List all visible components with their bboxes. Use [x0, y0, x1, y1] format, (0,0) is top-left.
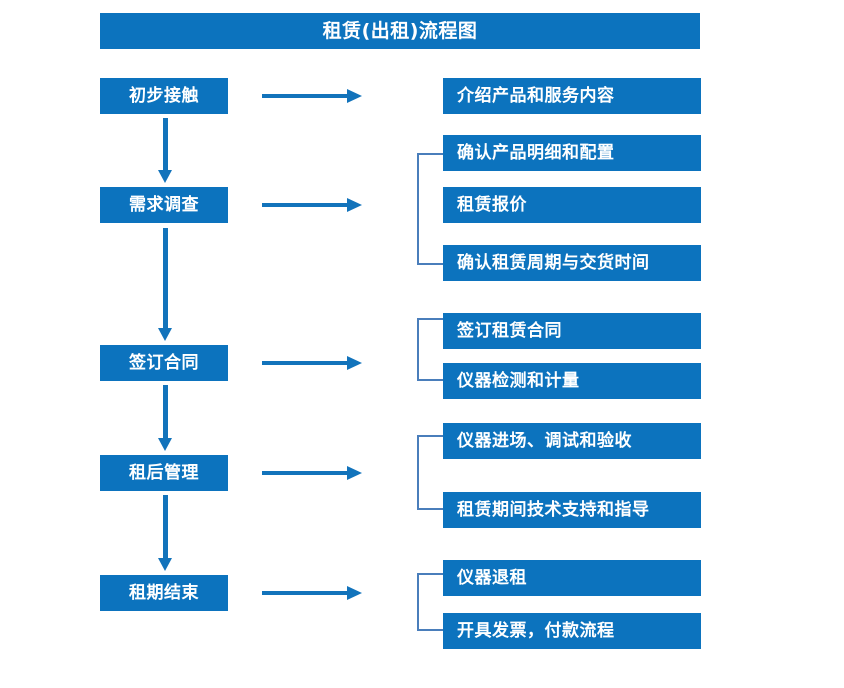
flow-arrow-post-to-end — [157, 495, 173, 571]
detail-box-instrument-return[interactable]: 仪器退租 — [443, 560, 701, 596]
detail-arrow-post-rental-management — [262, 465, 362, 481]
arrow-head-right-icon — [347, 89, 362, 103]
group-bracket-rental-end — [417, 573, 443, 631]
stage-box-initial-contact[interactable]: 初步接触 — [100, 78, 228, 114]
arrow-shaft — [163, 385, 168, 438]
detail-box-instrument-inspection-metering[interactable]: 仪器检测和计量 — [443, 363, 701, 399]
stage-label: 初步接触 — [129, 85, 199, 106]
stage-label: 租期结束 — [129, 582, 199, 603]
detail-box-confirm-period-delivery[interactable]: 确认租赁周期与交货时间 — [443, 245, 701, 281]
flow-arrow-sign-to-post — [157, 385, 173, 451]
arrow-shaft — [262, 591, 349, 595]
group-bracket-sign-contract — [417, 318, 443, 381]
detail-arrow-sign-contract — [262, 355, 362, 371]
arrow-head-down-icon — [158, 170, 172, 183]
arrow-head-down-icon — [158, 438, 172, 451]
stage-box-post-rental-management[interactable]: 租后管理 — [100, 455, 228, 491]
arrow-shaft — [262, 361, 349, 365]
group-bracket-demand-survey — [417, 153, 443, 265]
detail-label: 介绍产品和服务内容 — [457, 85, 615, 106]
arrow-shaft — [163, 228, 168, 328]
detail-box-introduce-products-services[interactable]: 介绍产品和服务内容 — [443, 78, 701, 114]
arrow-shaft — [262, 471, 349, 475]
detail-arrow-initial-contact — [262, 88, 362, 104]
arrow-shaft — [163, 495, 168, 558]
stage-label: 租后管理 — [129, 462, 199, 483]
diagram-title-bar: 租赁(出租)流程图 — [100, 13, 700, 49]
detail-arrow-rental-end — [262, 585, 362, 601]
detail-box-sign-rental-contract[interactable]: 签订租赁合同 — [443, 313, 701, 349]
detail-label: 仪器退租 — [457, 567, 527, 588]
arrow-head-down-icon — [158, 558, 172, 571]
arrow-head-right-icon — [347, 198, 362, 212]
flow-arrow-demand-to-sign — [157, 228, 173, 341]
detail-label: 签订租赁合同 — [457, 320, 562, 341]
detail-box-invoice-payment-process[interactable]: 开具发票，付款流程 — [443, 613, 701, 649]
detail-box-rental-quotation[interactable]: 租赁报价 — [443, 187, 701, 223]
stage-box-rental-end[interactable]: 租期结束 — [100, 575, 228, 611]
detail-label: 租赁报价 — [457, 194, 527, 215]
detail-box-confirm-product-spec-config[interactable]: 确认产品明细和配置 — [443, 135, 701, 171]
detail-arrow-demand-survey — [262, 197, 362, 213]
stage-label: 需求调查 — [129, 194, 199, 215]
detail-label: 仪器进场、调试和验收 — [457, 430, 632, 451]
arrow-head-right-icon — [347, 466, 362, 480]
arrow-head-down-icon — [158, 328, 172, 341]
arrow-head-right-icon — [347, 356, 362, 370]
detail-label: 仪器检测和计量 — [457, 370, 580, 391]
group-bracket-post-rental — [417, 435, 443, 510]
arrow-shaft — [262, 203, 349, 207]
arrow-shaft — [163, 118, 168, 170]
stage-label: 签订合同 — [129, 352, 199, 373]
detail-label: 确认租赁周期与交货时间 — [457, 252, 650, 273]
stage-box-sign-contract[interactable]: 签订合同 — [100, 345, 228, 381]
detail-label: 确认产品明细和配置 — [457, 142, 615, 163]
arrow-head-right-icon — [347, 586, 362, 600]
flow-arrow-initial-to-demand — [157, 118, 173, 183]
detail-box-instrument-entry-debug-accept[interactable]: 仪器进场、调试和验收 — [443, 423, 701, 459]
stage-box-demand-survey[interactable]: 需求调查 — [100, 187, 228, 223]
detail-label: 租赁期间技术支持和指导 — [457, 499, 650, 520]
diagram-title: 租赁(出租)流程图 — [322, 19, 478, 42]
detail-box-rental-tech-support-guidance[interactable]: 租赁期间技术支持和指导 — [443, 492, 701, 528]
arrow-shaft — [262, 94, 349, 98]
detail-label: 开具发票，付款流程 — [457, 620, 615, 641]
